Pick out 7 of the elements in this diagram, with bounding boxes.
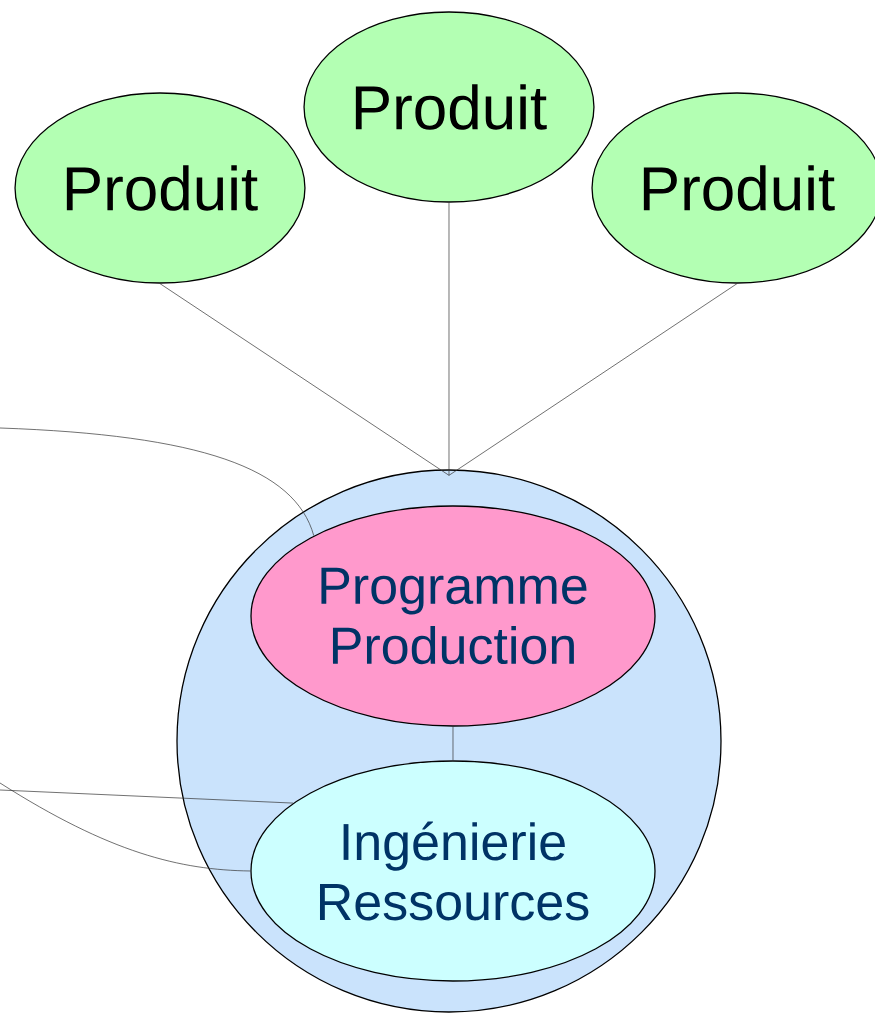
connector-line: [0, 782, 251, 872]
connector-line: [448, 202, 450, 476]
connector-line: [448, 283, 738, 476]
connector-line: [0, 789, 294, 804]
connector-line: [159, 283, 450, 476]
connector-line: [0, 427, 315, 536]
connector-line: [452, 726, 454, 761]
